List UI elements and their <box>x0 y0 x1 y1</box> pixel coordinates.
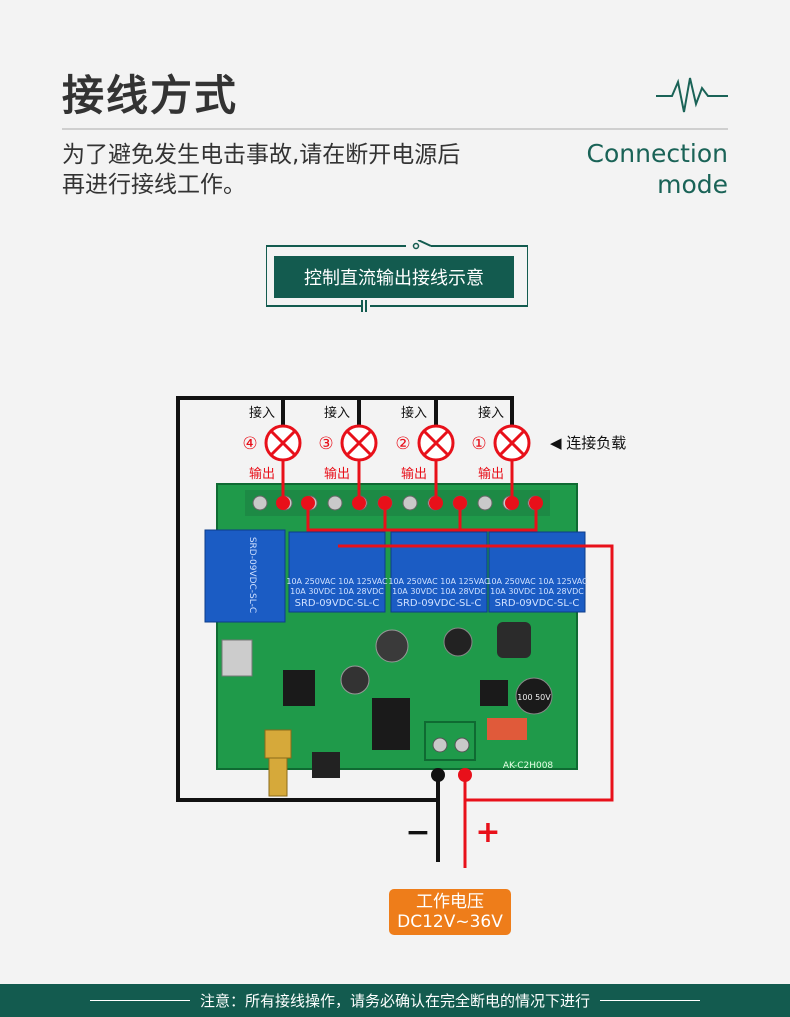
header-divider <box>62 128 728 130</box>
crystal <box>221 639 253 677</box>
fuse <box>487 718 527 740</box>
svg-text:SRD-09VDC-SL-C: SRD-09VDC-SL-C <box>247 537 257 613</box>
pulse-wave-icon <box>656 77 728 113</box>
output-wires <box>281 460 538 532</box>
svg-text:SRD-09VDC-SL-C: SRD-09VDC-SL-C <box>495 598 580 609</box>
svg-text:10A 250VAC 10A 125VAC: 10A 250VAC 10A 125VAC <box>286 577 388 586</box>
input-label: 接入 <box>324 405 350 421</box>
footer-note: 注意：所有接线操作，请务必确认在完全断电的情况下进行 <box>199 992 590 1010</box>
svg-text:100 50V: 100 50V <box>517 693 551 702</box>
output-label: 输出 <box>249 466 275 482</box>
load-number: ④ <box>242 434 257 454</box>
load-3: 接入 ③ 输出 <box>318 405 378 482</box>
footer-bar: 注意：所有接线操作，请务必确认在完全断电的情况下进行 <box>0 984 790 1017</box>
footer-line-left <box>89 1000 190 1001</box>
svg-text:AK-C2H008: AK-C2H008 <box>503 761 554 771</box>
capacitor-medium <box>340 665 370 695</box>
wiring-diagram: SRD-09VDC-SL-C 10A 250VAC 10A 125VAC 10A… <box>176 396 626 868</box>
input-label: 接入 <box>249 405 275 421</box>
load-2: 接入 ② 输出 <box>395 405 455 482</box>
english-title-line-1: Connection <box>586 139 728 168</box>
relay-3: 10A 250VAC 10A 125VAC 10A 30VDC 10A 28VD… <box>286 531 388 613</box>
push-button <box>312 752 340 778</box>
input-label: 接入 <box>401 405 427 421</box>
load-number: ③ <box>318 434 333 454</box>
ic-chip-2 <box>480 680 508 706</box>
plus-label: + <box>475 815 500 850</box>
load-number: ① <box>471 434 486 454</box>
positive-supply-wire <box>338 544 614 868</box>
output-label: 输出 <box>478 466 504 482</box>
terminal-dots <box>276 496 543 510</box>
output-label: 输出 <box>401 466 427 482</box>
capacitor-black <box>443 627 473 657</box>
capacitor-small <box>375 629 409 663</box>
load-note: ◀ 连接负载 <box>550 434 626 452</box>
input-label: 接入 <box>478 405 504 421</box>
english-title-line-2: mode <box>657 170 728 199</box>
inductor <box>497 622 531 658</box>
svg-text:10A 250VAC 10A 125VAC: 10A 250VAC 10A 125VAC <box>486 577 588 586</box>
negative-return-wire <box>176 396 514 802</box>
english-title: Connection mode <box>587 138 728 200</box>
ic-chip <box>283 670 315 706</box>
safety-description: 为了避免发生电击事故,请在断开电源后 再进行接线工作。 <box>62 140 532 200</box>
output-label: 输出 <box>324 466 350 482</box>
voltage-range: DC12V~36V <box>397 912 503 932</box>
voltage-title: 工作电压 <box>416 892 484 912</box>
banner-label: 控制直流输出接线示意 <box>274 256 514 298</box>
description-line-2: 再进行接线工作。 <box>62 172 246 198</box>
capacitor-large <box>515 677 553 715</box>
svg-text:10A 250VAC 10A 125VAC: 10A 250VAC 10A 125VAC <box>388 577 490 586</box>
antenna-connector <box>264 729 292 797</box>
relay-4: SRD-09VDC-SL-C <box>204 529 286 623</box>
banner-frame <box>266 240 528 312</box>
svg-text:SRD-09VDC-SL-C: SRD-09VDC-SL-C <box>295 598 380 609</box>
relay-1: 10A 250VAC 10A 125VAC 10A 30VDC 10A 28VD… <box>486 531 588 613</box>
minus-label: − <box>405 815 430 850</box>
load-1: 接入 ① 输出 <box>471 405 531 482</box>
svg-text:10A 30VDC 10A 28VDC: 10A 30VDC 10A 28VDC <box>490 587 584 596</box>
dc-jack <box>372 698 410 750</box>
load-number: ② <box>395 434 410 454</box>
svg-text:10A 30VDC 10A 28VDC: 10A 30VDC 10A 28VDC <box>290 587 384 596</box>
footer-line-right <box>600 1000 700 1001</box>
voltage-badge: 工作电压 DC12V~36V <box>389 889 511 935</box>
load-4: 接入 ④ 输出 <box>242 405 302 482</box>
page-title: 接线方式 <box>62 71 239 120</box>
svg-text:SRD-09VDC-SL-C: SRD-09VDC-SL-C <box>397 598 482 609</box>
relay-2: 10A 250VAC 10A 125VAC 10A 30VDC 10A 28VD… <box>388 531 490 613</box>
svg-text:10A 30VDC 10A 28VDC: 10A 30VDC 10A 28VDC <box>392 587 486 596</box>
description-line-1: 为了避免发生电击事故,请在断开电源后 <box>62 142 461 168</box>
